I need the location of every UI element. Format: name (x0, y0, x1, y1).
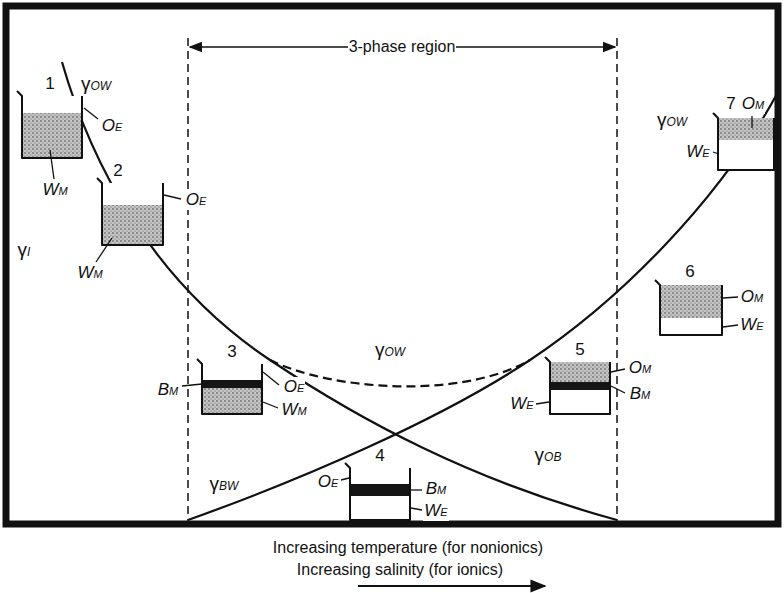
phase-label: OM (740, 287, 764, 307)
callout-number: 5 (574, 340, 585, 360)
liquid-layer (202, 364, 262, 380)
beaker-fill (102, 183, 163, 245)
leader-lines (50, 108, 752, 510)
beaker-fill (22, 96, 82, 158)
liquid-layer (550, 382, 610, 390)
beaker-fill (718, 118, 774, 170)
leader-line (713, 152, 719, 154)
axis-label: γI (17, 239, 32, 261)
callout-number: 4 (374, 446, 385, 466)
leader-line (84, 108, 98, 119)
callout-number: 3 (226, 342, 237, 362)
liquid-layer (660, 285, 722, 318)
callout-number: 1 (44, 74, 55, 94)
leader-line (611, 386, 625, 393)
phase-label: OE (185, 190, 208, 210)
liquid-layer (718, 118, 774, 140)
leader-line (536, 402, 549, 404)
region-label: 3-phase region (348, 38, 457, 56)
beaker-fill (202, 364, 262, 414)
beaker-outline (17, 91, 82, 158)
leader-line (723, 325, 738, 327)
phase-label: WE (685, 142, 710, 162)
leader-line (411, 508, 422, 510)
leader-line (164, 195, 181, 199)
curve-label: γOB (534, 444, 563, 466)
liquid-layer (718, 140, 774, 170)
phase-label: BM (629, 384, 652, 404)
liquid-layer (660, 318, 722, 335)
beaker-outline (97, 178, 163, 245)
tension-curve (188, 92, 778, 520)
phase-label: OM (628, 358, 652, 378)
leader-line (411, 489, 422, 490)
axis-arrow (358, 585, 545, 587)
leader-line (751, 116, 752, 128)
curve-label: γOW (374, 339, 406, 361)
phase-label: WM (280, 400, 307, 420)
phase-label: OE (283, 377, 306, 397)
phase-label: WM (41, 180, 68, 200)
liquid-layer (550, 390, 610, 414)
beaker-outline (345, 463, 410, 520)
leader-line (611, 369, 625, 372)
leader-line (96, 238, 112, 262)
phase-label: WE (739, 315, 764, 335)
phase-label: BM (157, 380, 180, 400)
phase-label: WE (423, 501, 448, 521)
beakers (17, 91, 774, 520)
beaker-outline (197, 359, 262, 414)
leader-line (50, 150, 54, 179)
liquid-layer (22, 96, 82, 113)
liquid-layer (350, 468, 410, 484)
curve-label: γBW (209, 473, 240, 495)
axis-title: Increasing salinity (for ionics) (296, 561, 504, 579)
liquid-layer (102, 183, 163, 205)
liquid-layer (350, 484, 410, 496)
phase-label: OM (741, 94, 765, 114)
phase-label: OE (101, 116, 124, 136)
beaker-fill (350, 468, 410, 520)
curve-label: γOW (80, 73, 112, 95)
callout-number: 7 (725, 94, 736, 114)
phase-label: WE (509, 394, 534, 414)
phase-label: OE (317, 472, 340, 492)
callout-number: 6 (684, 262, 695, 282)
beaker-outline (655, 280, 722, 335)
tension-curve (62, 62, 617, 520)
beaker-outline (713, 113, 774, 170)
beaker-fill (550, 362, 610, 414)
leader-line (263, 402, 278, 408)
leader-line (182, 384, 202, 386)
liquid-layer (350, 496, 410, 520)
phase-label: WM (76, 263, 103, 283)
phase-label: BM (425, 479, 448, 499)
beaker-outline (545, 357, 610, 414)
liquid-layer (202, 380, 262, 388)
frame (6, 6, 778, 524)
callout-number: 2 (112, 161, 123, 181)
liquid-layer (550, 362, 610, 382)
leader-line (723, 297, 738, 298)
beaker-fill (660, 285, 722, 335)
liquid-layer (202, 388, 262, 414)
axis-title: Increasing temperature (for nonionics) (272, 539, 544, 557)
phase-boundary (187, 38, 189, 521)
phase-boundary (616, 38, 618, 521)
liquid-layer (22, 113, 82, 158)
leader-line (263, 372, 279, 385)
curve-label: γOW (656, 109, 688, 131)
tension-curve-dashed (270, 360, 530, 386)
leader-line (341, 478, 349, 480)
